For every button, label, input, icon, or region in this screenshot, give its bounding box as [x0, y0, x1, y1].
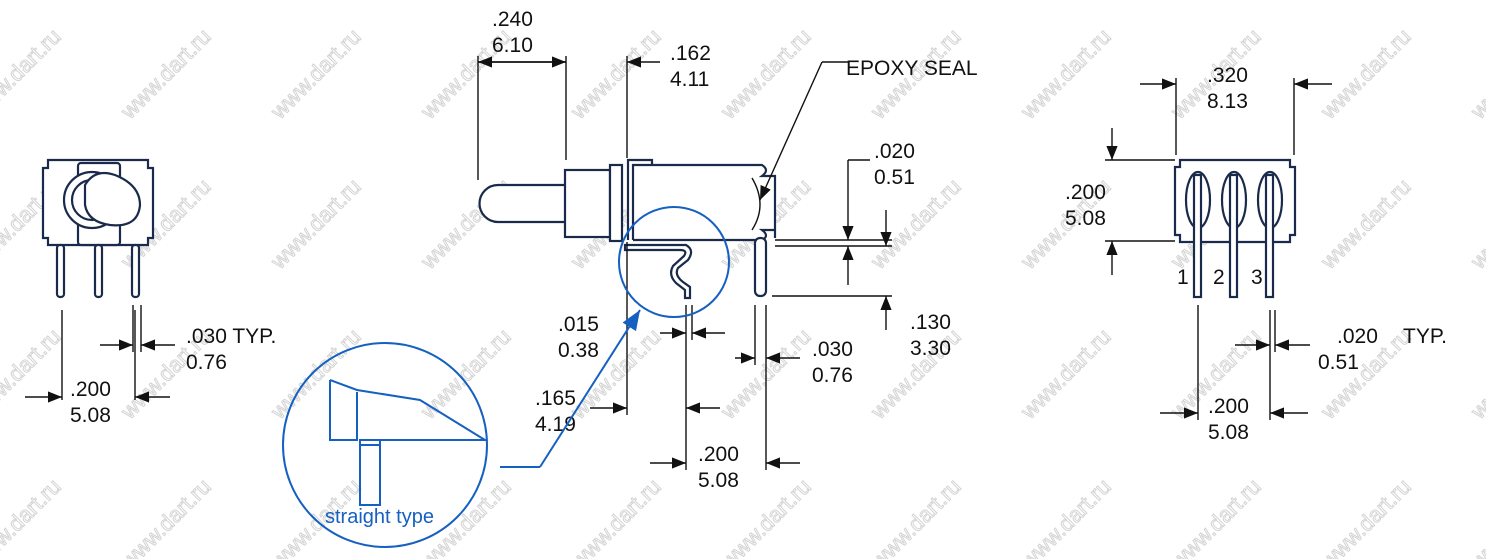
watermark-text: www.dart.ru [265, 174, 366, 275]
watermark-text: www.dart.ru [265, 324, 366, 425]
pin-length-mm: 3.30 [910, 337, 951, 360]
offset-inch: .165 [535, 387, 576, 410]
bushing-length-inch: .162 [670, 42, 711, 65]
pin-number-2: 2 [1213, 266, 1225, 289]
end-height-mm: 5.08 [1065, 207, 1106, 230]
pin-number-1: 1 [1177, 266, 1189, 289]
end-pin-width-mm: 0.51 [1318, 351, 1359, 374]
watermark-text: www.dart.ru [1465, 474, 1486, 559]
end-width-mm: 8.13 [1207, 90, 1248, 113]
watermark-text: www.dart.ru [265, 24, 366, 125]
watermark-text: www.dart.ru [115, 474, 216, 559]
pin-number-3: 3 [1251, 266, 1263, 289]
left-pitch-inch: .200 [70, 378, 111, 401]
watermark-text: www.dart.ru [1015, 324, 1116, 425]
front-view [25, 158, 175, 403]
side-pin-width-mm: 0.76 [812, 364, 853, 387]
straight-type-label: straight type [325, 506, 434, 528]
watermark-text: www.dart.ru [1465, 24, 1486, 125]
epoxy-seal-label: EPOXY SEAL [846, 57, 978, 80]
pin-length-inch: .130 [910, 311, 951, 334]
side-pin-width-inch: .030 [812, 338, 853, 361]
bushing-length-mm: 4.11 [670, 68, 709, 91]
left-pitch-mm: 5.08 [70, 404, 111, 427]
watermark-text: www.dart.ru [1015, 474, 1116, 559]
watermark-text: www.dart.ru [1165, 474, 1266, 559]
end-view [1105, 78, 1332, 420]
watermark: www.dart.ru www.dart.ru www.dart.ru www.dar… [0, 23, 1486, 559]
watermark-text: www.dart.ru [865, 474, 966, 559]
kink-width-inch: .015 [558, 313, 599, 336]
watermark-text: www.dart.ru [1465, 174, 1486, 275]
side-pitch-mm: 5.08 [698, 469, 739, 492]
offset-mm: 4.19 [535, 413, 576, 436]
watermark-text: www.dart.ru [1465, 324, 1486, 425]
left-pin-width-mm: 0.76 [186, 351, 227, 374]
watermark-text: www.dart.ru [0, 324, 66, 425]
side-view [477, 56, 892, 470]
end-width-inch: .320 [1207, 64, 1248, 87]
end-height-inch: .200 [1065, 181, 1106, 204]
watermark-text: www.dart.ru [115, 24, 216, 125]
lever-length-mm: 6.10 [492, 34, 533, 57]
watermark-text: www.dart.ru [415, 324, 516, 425]
end-pitch-mm: 5.08 [1208, 421, 1249, 444]
watermark-text: www.dart.ru [0, 24, 66, 125]
standoff-inch: .020 [874, 140, 915, 163]
end-pin-width-inch: .020 [1337, 325, 1378, 348]
end-pitch-inch: .200 [1208, 395, 1249, 418]
watermark-text: www.dart.ru [565, 24, 666, 125]
watermark-text: www.dart.ru [1315, 24, 1416, 125]
detail-callout [282, 206, 730, 548]
side-pitch-inch: .200 [698, 443, 739, 466]
standoff-mm: 0.51 [874, 166, 915, 189]
watermark-text: www.dart.ru [565, 474, 666, 559]
watermark-text: www.dart.ru [1315, 174, 1416, 275]
end-pin-width-typ: TYP. [1403, 325, 1447, 348]
lever-length-inch: .240 [492, 8, 533, 31]
watermark-text: www.dart.ru [0, 474, 66, 559]
left-pin-width-inch: .030 TYP. [186, 325, 276, 348]
kink-width-mm: 0.38 [558, 339, 599, 362]
watermark-text: www.dart.ru [1315, 474, 1416, 559]
watermark-text: www.dart.ru [1015, 24, 1116, 125]
